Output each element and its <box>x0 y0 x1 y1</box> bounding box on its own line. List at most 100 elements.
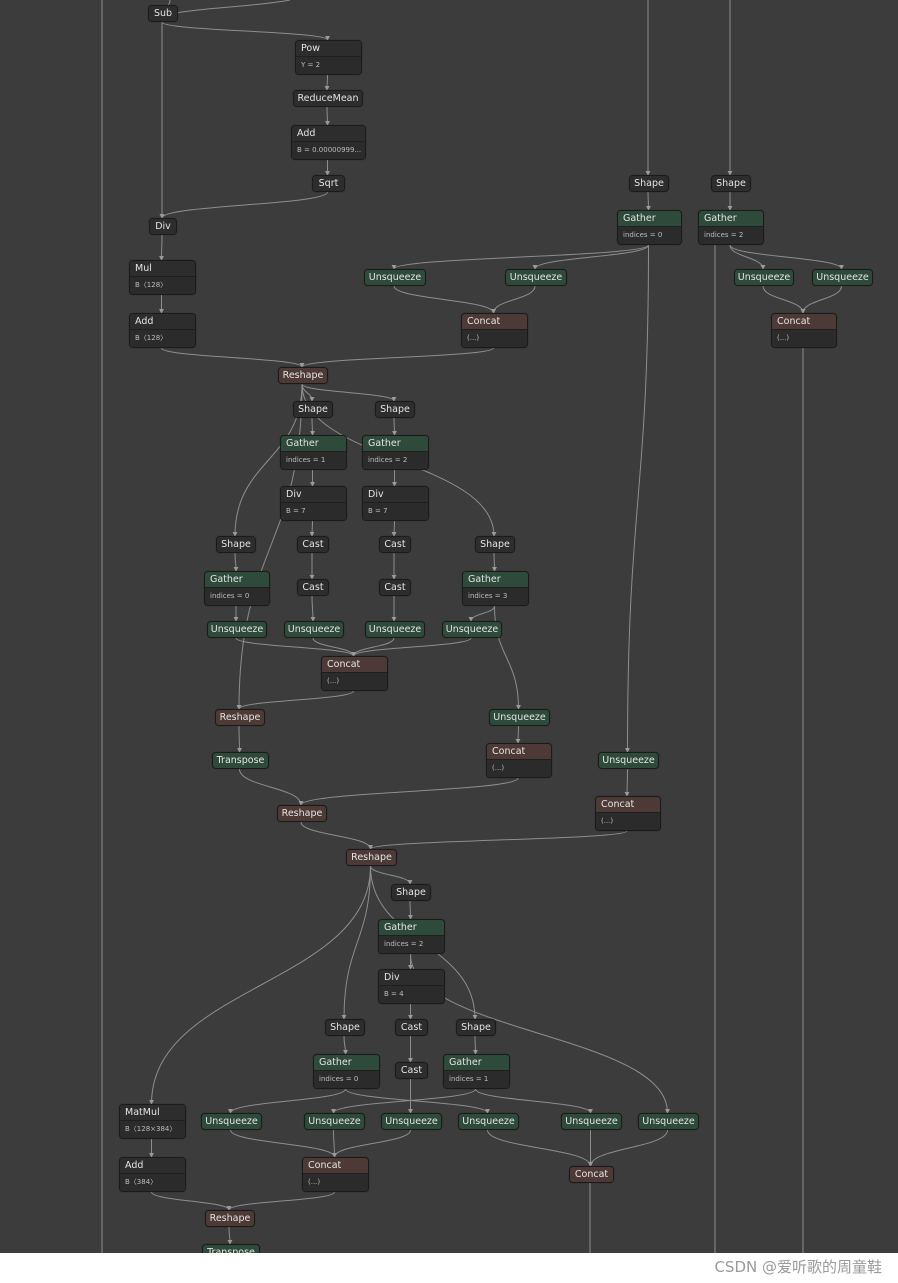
node-reshape4[interactable]: Reshape <box>346 849 397 866</box>
edge-gather-r1-to-unsq-6 <box>625 244 649 753</box>
node-cast-e2[interactable]: Cast <box>395 1062 428 1079</box>
node-unsq-3[interactable]: Unsqueeze <box>365 621 425 638</box>
node-unsq-1[interactable]: Unsqueeze <box>207 621 267 638</box>
node-reshape3[interactable]: Reshape <box>277 805 327 822</box>
node-concat-5[interactable]: Concat <box>569 1166 614 1183</box>
edge-unsq-10-to-concat-5 <box>487 1129 593 1167</box>
node-unsq-r3[interactable]: Unsqueeze <box>734 269 794 286</box>
node-concat-2[interactable]: Concat(...) <box>486 743 552 778</box>
node-op-label: Gather <box>363 436 428 451</box>
edge-gather-r1-to-unsq-r1 <box>391 244 649 270</box>
node-unsq-6[interactable]: Unsqueeze <box>598 752 659 769</box>
node-shape-f[interactable]: Shape <box>325 1019 365 1036</box>
edge-reshape4-to-shape-f <box>341 865 371 1020</box>
node-op-label: Unsqueeze <box>202 1114 261 1129</box>
node-op-label: Reshape <box>347 850 396 865</box>
node-unsq-9[interactable]: Unsqueeze <box>381 1113 442 1130</box>
node-concat-r2[interactable]: Concat(...) <box>771 313 837 348</box>
node-op-label: Reshape <box>206 1211 254 1226</box>
node-shape-r1[interactable]: Shape <box>629 175 669 192</box>
edge-concat-r1-to-reshape1 <box>299 347 494 368</box>
node-op-label: Shape <box>294 402 332 417</box>
node-attribute: (...) <box>772 329 836 347</box>
edge-shape-c-to-gather-c <box>233 552 239 572</box>
node-op-label: Cast <box>396 1020 427 1035</box>
node-unsq-10[interactable]: Unsqueeze <box>458 1113 519 1130</box>
edge-unsq-r3-to-concat-r2 <box>762 285 806 314</box>
node-reshape2[interactable]: Reshape <box>215 709 265 726</box>
node-unsq-r1[interactable]: Unsqueeze <box>364 269 426 286</box>
node-op-label: Unsqueeze <box>813 270 872 285</box>
node-unsq-7[interactable]: Unsqueeze <box>201 1113 262 1130</box>
edge-unsq-5-to-concat-2 <box>515 725 521 744</box>
node-cast-a1[interactable]: Cast <box>297 536 329 553</box>
node-concat-r1[interactable]: Concat(...) <box>461 313 528 348</box>
node-concat-3[interactable]: Concat(...) <box>595 796 661 831</box>
node-reshape5[interactable]: Reshape <box>205 1210 255 1227</box>
node-shape-c[interactable]: Shape <box>216 536 256 553</box>
node-op-label: Unsqueeze <box>285 622 343 637</box>
edge-div-b-to-cast-b1 <box>391 520 397 537</box>
node-shape-r2[interactable]: Shape <box>711 175 751 192</box>
node-op-label: Cast <box>380 580 410 595</box>
node-shape-d[interactable]: Shape <box>475 536 515 553</box>
node-op-label: Concat <box>772 314 836 329</box>
edge-shape-f-to-gather-f <box>342 1035 348 1055</box>
edge-concat-1-to-reshape2 <box>236 690 354 710</box>
node-sub[interactable]: Sub <box>148 5 178 22</box>
node-attribute: B = 7 <box>363 502 428 520</box>
edge-unsq-12-to-concat-5 <box>588 1129 668 1167</box>
node-attribute: indices = 2 <box>379 935 444 953</box>
node-unsq-r4[interactable]: Unsqueeze <box>812 269 873 286</box>
node-op-label: Unsqueeze <box>735 270 793 285</box>
node-div1[interactable]: Div <box>149 218 177 235</box>
node-attribute: indices = 1 <box>281 451 346 469</box>
node-cast-b2[interactable]: Cast <box>379 579 411 596</box>
node-cast-b1[interactable]: Cast <box>379 536 411 553</box>
node-shape-e[interactable]: Shape <box>391 884 431 901</box>
node-unsq-12[interactable]: Unsqueeze <box>638 1113 699 1130</box>
node-shape-a[interactable]: Shape <box>293 401 333 418</box>
node-unsq-2[interactable]: Unsqueeze <box>284 621 344 638</box>
node-unsq-5[interactable]: Unsqueeze <box>489 709 550 726</box>
node-concat-1[interactable]: Concat(...) <box>321 656 388 691</box>
node-shape-b[interactable]: Shape <box>375 401 415 418</box>
node-unsq-8[interactable]: Unsqueeze <box>304 1113 365 1130</box>
node-shape-g[interactable]: Shape <box>456 1019 496 1036</box>
node-op-label: Concat <box>570 1167 613 1182</box>
node-unsq-11[interactable]: Unsqueeze <box>561 1113 622 1130</box>
node-attribute: indices = 1 <box>444 1070 509 1088</box>
node-transpose1[interactable]: Transpose <box>212 752 269 769</box>
edge-reshape5-to-transpose2 <box>227 1226 233 1245</box>
node-reshape1[interactable]: Reshape <box>278 367 328 384</box>
node-op-label: Unsqueeze <box>599 753 658 768</box>
node-concat-4[interactable]: Concat(...) <box>302 1157 369 1192</box>
edge-add3-to-reshape5 <box>151 1191 232 1211</box>
node-unsq-4[interactable]: Unsqueeze <box>442 621 502 638</box>
node-cast-a2[interactable]: Cast <box>297 579 329 596</box>
node-reducemean[interactable]: ReduceMean <box>293 90 363 107</box>
node-unsq-r2[interactable]: Unsqueeze <box>505 269 567 286</box>
node-cast-e1[interactable]: Cast <box>395 1019 428 1036</box>
edge-cast-a2-to-unsq-2 <box>310 595 316 622</box>
edge-gather-d-to-unsq-4 <box>468 605 495 622</box>
node-sqrt[interactable]: Sqrt <box>312 175 345 192</box>
